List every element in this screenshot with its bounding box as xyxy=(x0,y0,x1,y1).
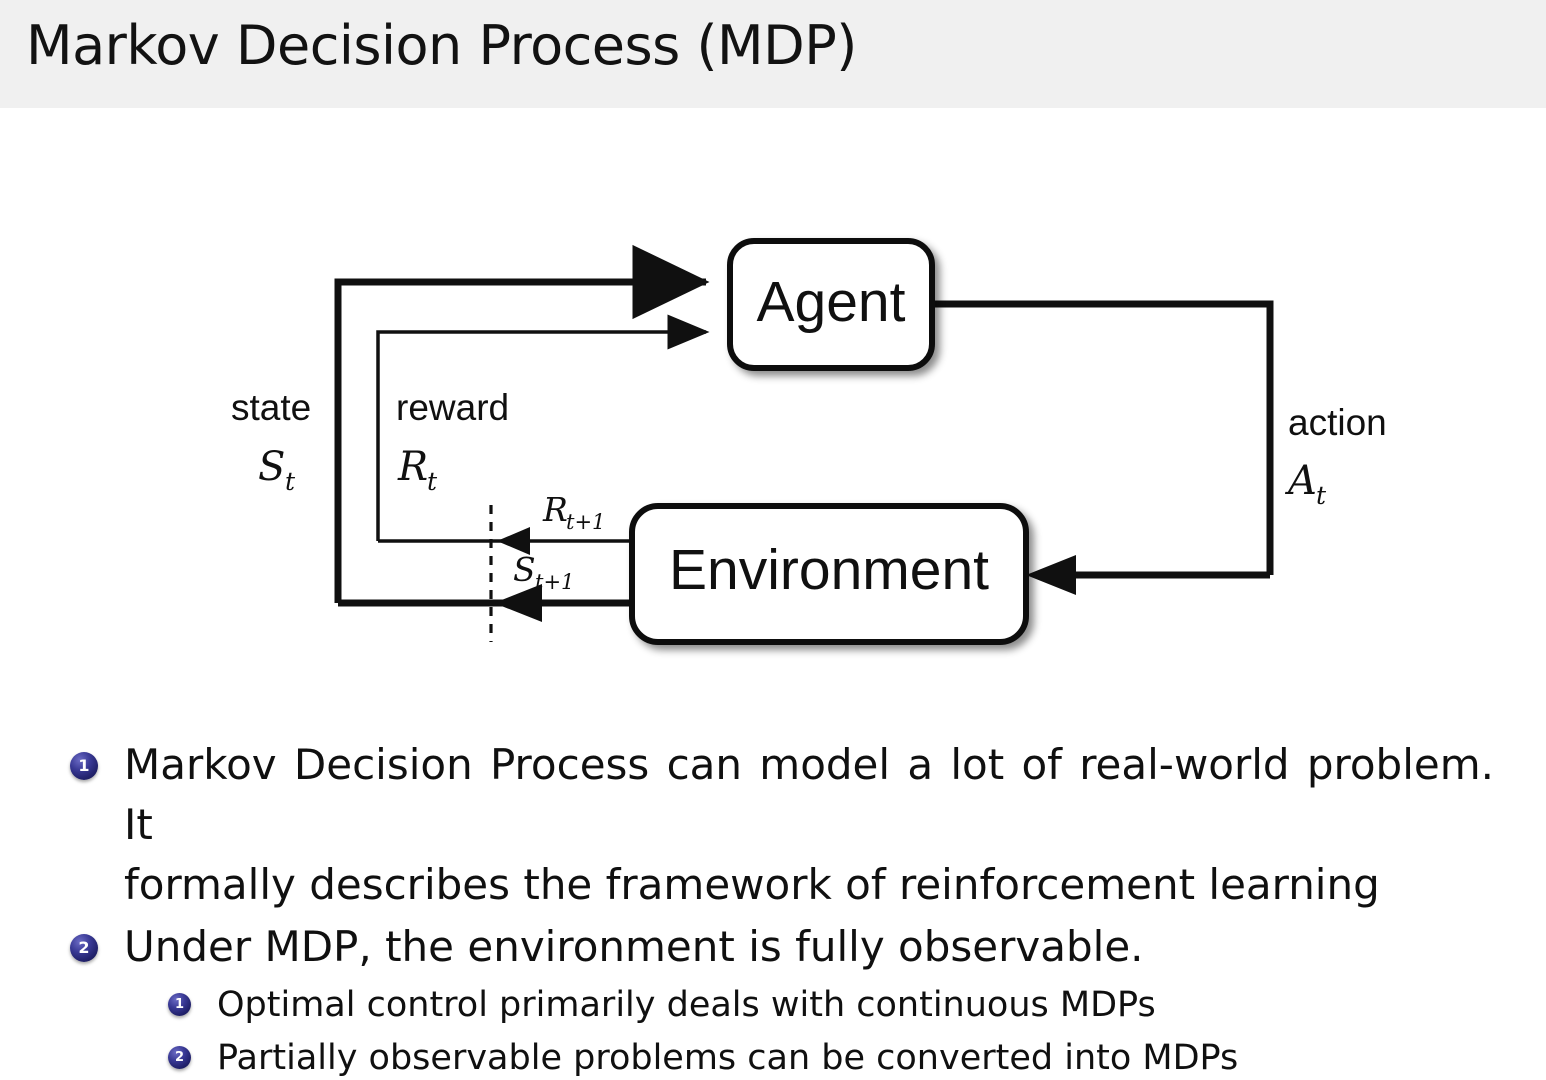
bullet-marker-2: 2 xyxy=(70,934,98,962)
page-title: Markov Decision Process (MDP) xyxy=(26,14,857,77)
reward-next-arrow xyxy=(378,527,630,555)
reward-label-symbol: R xyxy=(397,444,428,490)
agent-box[interactable]: Agent xyxy=(727,238,935,371)
state-label-subscript: t xyxy=(285,467,296,496)
reward-feedback-arrow xyxy=(376,314,710,541)
sub-bullet-marker-1: 1 xyxy=(168,993,191,1016)
sub-bullet-text-1: Optimal control primarily deals with con… xyxy=(217,985,1156,1025)
action-label-symbol: A xyxy=(1284,458,1317,504)
list-item: 2 Under MDP, the environment is fully ob… xyxy=(0,917,1546,977)
reward-next-subscript: t+1 xyxy=(566,510,605,534)
bullet-marker-1: 1 xyxy=(70,752,98,780)
state-label-symbol: S xyxy=(258,444,285,490)
action-label-word: action xyxy=(1288,402,1387,443)
state-label: state S t xyxy=(231,387,311,496)
bullet-line: formally describes the framework of rein… xyxy=(124,860,1380,909)
reward-next-label: R t+1 xyxy=(542,490,605,534)
reward-label: reward R t xyxy=(396,387,509,496)
action-label: action A t xyxy=(1284,402,1387,510)
state-feedback-arrow xyxy=(334,244,710,603)
sub-list-item: 1 Optimal control primarily deals with c… xyxy=(0,979,1546,1032)
reward-label-word: reward xyxy=(396,387,509,428)
action-label-subscript: t xyxy=(1316,481,1327,510)
state-next-label: S t+1 xyxy=(513,550,574,594)
reward-label-subscript: t xyxy=(427,467,438,496)
environment-box[interactable]: Environment xyxy=(629,503,1029,645)
state-next-arrow xyxy=(338,584,630,622)
sub-bullet-marker-2: 2 xyxy=(168,1046,191,1069)
list-item: 1 Markov Decision Process can model a lo… xyxy=(0,735,1546,915)
sub-list-item: 2 Partially observable problems can be c… xyxy=(0,1032,1546,1080)
state-next-symbol: S xyxy=(513,550,536,589)
state-next-subscript: t+1 xyxy=(535,570,574,594)
action-arrow xyxy=(934,300,1274,595)
state-label-word: state xyxy=(231,387,311,428)
reward-next-symbol: R xyxy=(542,490,568,529)
bullet-line: Under MDP, the environment is fully obse… xyxy=(124,922,1144,971)
agent-environment-diagram: Agent Environment state S t reward R t xyxy=(0,108,1546,698)
agent-box-label: Agent xyxy=(757,270,906,334)
environment-box-label: Environment xyxy=(669,538,989,602)
bullet-list: 1 Markov Decision Process can model a lo… xyxy=(0,735,1546,1080)
bullet-line: Markov Decision Process can model a lot … xyxy=(124,740,1494,849)
sub-bullet-text-2: Partially observable problems can be con… xyxy=(217,1038,1239,1078)
bullet-text-1: Markov Decision Process can model a lot … xyxy=(124,735,1494,915)
bullet-text-2: Under MDP, the environment is fully obse… xyxy=(124,917,1494,977)
slide-header-band xyxy=(0,0,1546,108)
